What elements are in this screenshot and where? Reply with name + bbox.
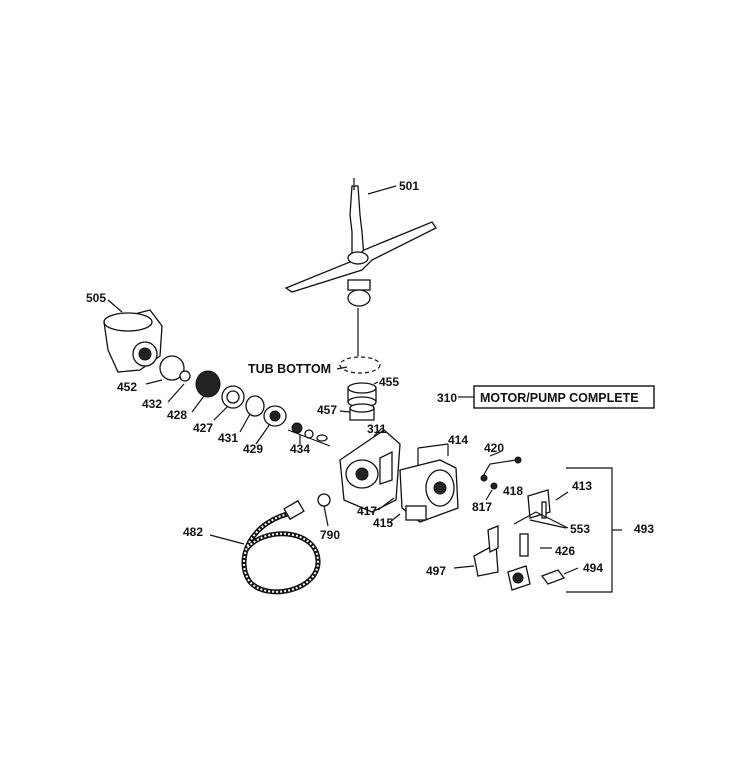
motor-pump-complete-callout: [458, 385, 655, 409]
label-420: 420: [484, 441, 504, 455]
bracket-group-493: [453, 467, 622, 593]
label-428: 428: [167, 408, 187, 422]
label-482: 482: [183, 525, 203, 539]
label-427: 427: [193, 421, 213, 435]
label-414: 414: [448, 433, 468, 447]
label-790: 790: [320, 528, 340, 542]
label-432: 432: [142, 397, 162, 411]
label-501: 501: [399, 179, 419, 193]
label-311: 311: [367, 422, 387, 436]
pump-motor-assembly: [339, 427, 459, 523]
tub-bottom-seal-group: [336, 308, 381, 421]
label-434: 434: [290, 442, 310, 456]
label-494: 494: [583, 561, 603, 575]
filter-parts-chain: [145, 355, 331, 447]
label-426: 426: [555, 544, 575, 558]
label-tub-bottom: TUB BOTTOM: [248, 362, 331, 376]
label-413: 413: [572, 479, 592, 493]
label-497: 497: [426, 564, 446, 578]
label-493: 493: [634, 522, 654, 536]
label-417: 417: [357, 504, 377, 518]
label-415: 415: [373, 516, 393, 530]
label-429: 429: [243, 442, 263, 456]
label-418: 418: [503, 484, 523, 498]
label-505: 505: [86, 291, 106, 305]
clamp-790: [317, 493, 331, 527]
linkage-420-817: [480, 451, 522, 501]
label-553: 553: [570, 522, 590, 536]
drain-hose-482: [209, 499, 321, 595]
label-817: 817: [472, 500, 492, 514]
label-431: 431: [218, 431, 238, 445]
label-310: 310: [437, 391, 457, 405]
spray-arm-501: [284, 178, 437, 307]
label-motor-pump-complete: MOTOR/PUMP COMPLETE: [480, 391, 639, 405]
label-452: 452: [117, 380, 137, 394]
sump-housing-505: [103, 299, 163, 373]
label-457: 457: [317, 403, 337, 417]
label-455: 455: [379, 375, 399, 389]
